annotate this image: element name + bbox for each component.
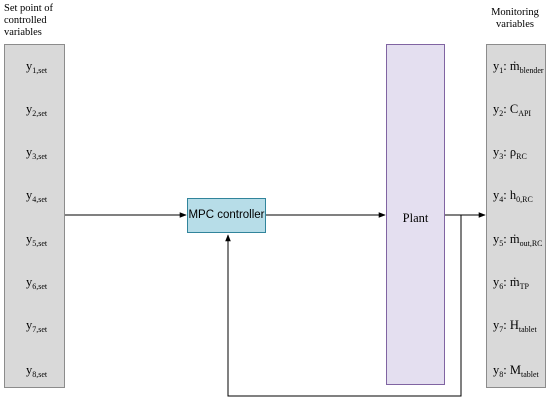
monitored-item: y4: h0,RC — [493, 188, 533, 204]
setpoint-item: y5,set — [26, 232, 48, 248]
setpoint-item: y4,set — [26, 188, 48, 204]
setpoint-item: y8,set — [26, 363, 48, 379]
monitored-item: y8: Mtablet — [493, 363, 539, 379]
monitored-item: y1: ṁblender — [493, 59, 544, 75]
monitored-item: y2: CAPI — [493, 102, 532, 118]
monitoring-column-title: Monitoring variables — [491, 7, 539, 30]
setpoint-item: y6,set — [26, 275, 48, 291]
monitored-item: y7: Htablet — [493, 318, 537, 334]
monitored-item: y3: ρRC — [493, 145, 527, 161]
setpoint-item: y3,set — [26, 145, 48, 161]
monitored-item: y5: ṁout,RC — [493, 232, 543, 248]
mpc-controller-box: MPC controller — [187, 198, 266, 233]
feedback-loop-arrow — [225, 215, 462, 397]
setpoint-column-title: Set point of controlled variables — [4, 3, 53, 38]
setpoint-item: y1,set — [26, 59, 48, 75]
plant-box: Plant — [386, 44, 445, 385]
setpoint-item: y7,set — [26, 318, 48, 334]
monitoring-column: y1: ṁblender y2: CAPI y3: ρRC y4: h0,RC … — [486, 44, 546, 388]
setpoint-item: y2,set — [26, 102, 48, 118]
setpoint-column: y1,set y2,set y3,set y4,set y5,set y6,se… — [4, 44, 65, 388]
monitored-item: y6: ṁTP — [493, 275, 529, 291]
